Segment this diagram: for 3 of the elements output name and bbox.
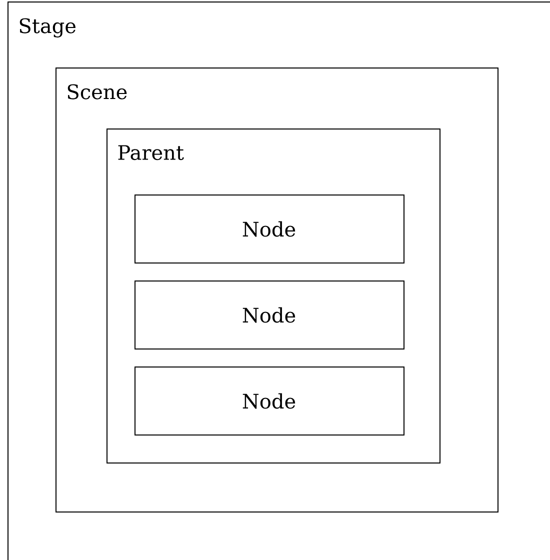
node-box: Node [134, 366, 404, 436]
node-box: Node [134, 280, 404, 350]
node-box: Node [134, 194, 404, 264]
